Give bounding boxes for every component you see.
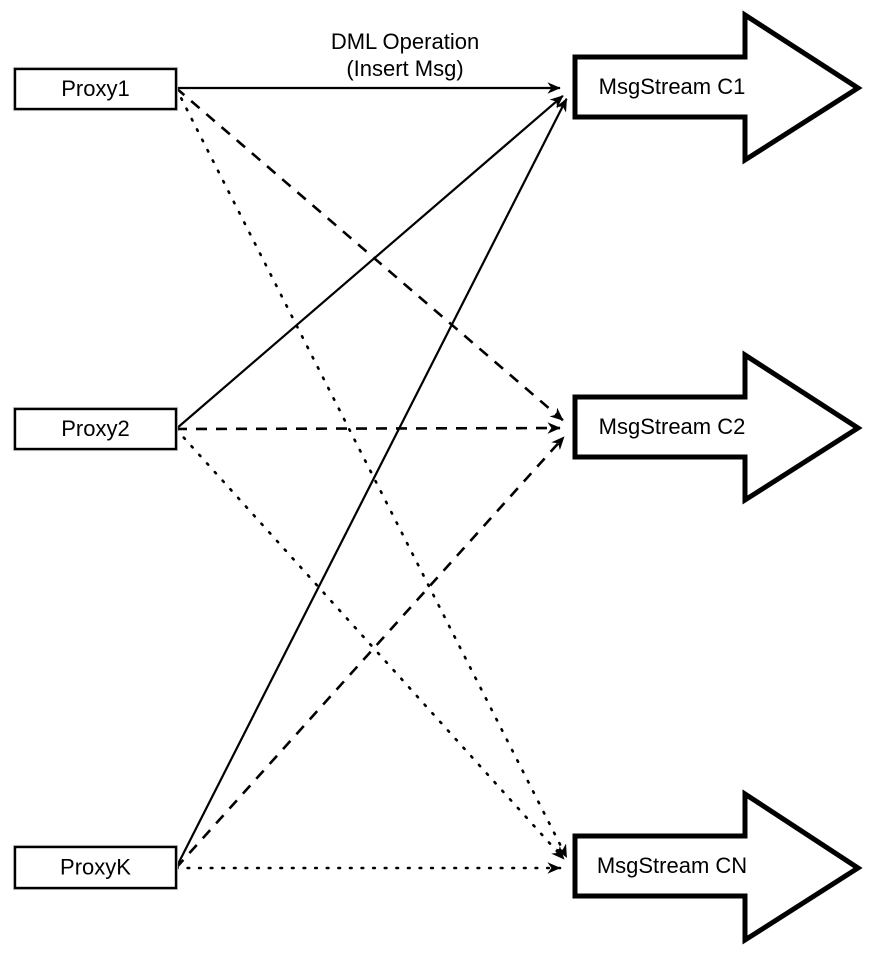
stream-node-label: MsgStream C2 (599, 414, 746, 439)
edge-proxy1-c2[interactable] (175, 87, 564, 422)
edge-proxy2-c2[interactable] (175, 422, 561, 434)
proxy-node-proxyk[interactable]: ProxyK (12, 844, 179, 891)
stream-node-stream_c2[interactable]: MsgStream C2 (572, 350, 863, 505)
stream-node-stream_c1[interactable]: MsgStream C1 (572, 10, 863, 165)
proxy-node-label: Proxy1 (61, 76, 129, 101)
edge-labels-layer: DML Operation (Insert Msg) (331, 29, 479, 81)
proxy-node-proxy2[interactable]: Proxy2 (12, 406, 179, 452)
proxy-box-rect (13, 67, 178, 111)
proxy-node-label: ProxyK (60, 854, 131, 879)
proxy-box-outline (12, 66, 179, 112)
dml-operation-label-line2: (Insert Msg) (346, 56, 463, 81)
stream-node-label: MsgStream C1 (599, 74, 746, 99)
proxy-box-rect (13, 845, 178, 890)
dml-operation-label-line1: DML Operation (331, 29, 479, 54)
stream-arrow-shape (572, 350, 863, 505)
stream-node-label: MsgStream CN (597, 853, 747, 878)
proxy-box-outline (12, 406, 179, 452)
stream-arrow-shape (572, 10, 863, 165)
proxy-box-rect (13, 407, 178, 451)
edge-proxyk-c2[interactable] (175, 436, 565, 869)
edge-proxy1-cn[interactable] (174, 86, 568, 859)
edge-proxy2-cn[interactable] (174, 427, 566, 861)
edge-proxy2-c1[interactable] (175, 94, 564, 430)
edges-layer (174, 82, 568, 874)
stream-node-stream_cn[interactable]: MsgStream CN (572, 789, 863, 945)
stream-nodes-layer: MsgStream C1 MsgStream C2 MsgStream CN (572, 10, 863, 945)
stream-arrow-shape (572, 789, 863, 945)
proxy-box-outline (12, 844, 179, 891)
proxy-node-proxy1[interactable]: Proxy1 (12, 66, 179, 112)
proxy-node-label: Proxy2 (61, 416, 129, 441)
edge-proxyk-c1[interactable] (175, 97, 568, 869)
